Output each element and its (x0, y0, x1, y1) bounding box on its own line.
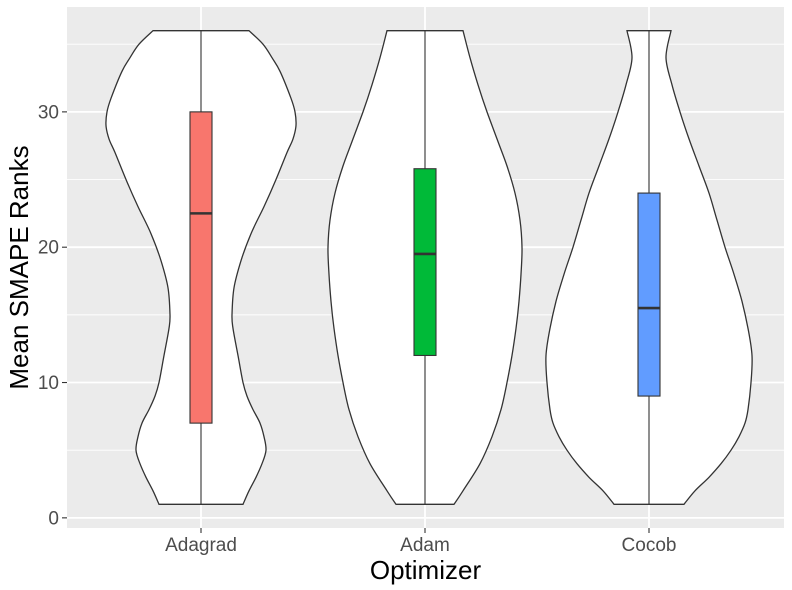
y-tick-label: 20 (38, 238, 59, 259)
boxplots (189, 30, 661, 505)
y-axis: 0 10 20 30 (38, 102, 67, 529)
box-adagrad (189, 111, 213, 424)
x-tick-label: Adagrad (165, 535, 237, 556)
x-tick-label: Cocob (622, 535, 677, 556)
x-tick-label: Adam (400, 535, 450, 556)
box-cocob (637, 192, 661, 397)
y-axis-title: Mean SMAPE Ranks (4, 145, 34, 389)
x-axis: Adagrad Adam Cocob (165, 528, 676, 556)
y-tick-label: 10 (38, 373, 59, 394)
box-adam (413, 168, 437, 357)
x-axis-title: Optimizer (370, 555, 482, 585)
y-tick-label: 0 (48, 508, 59, 529)
y-tick-label: 30 (38, 102, 59, 123)
